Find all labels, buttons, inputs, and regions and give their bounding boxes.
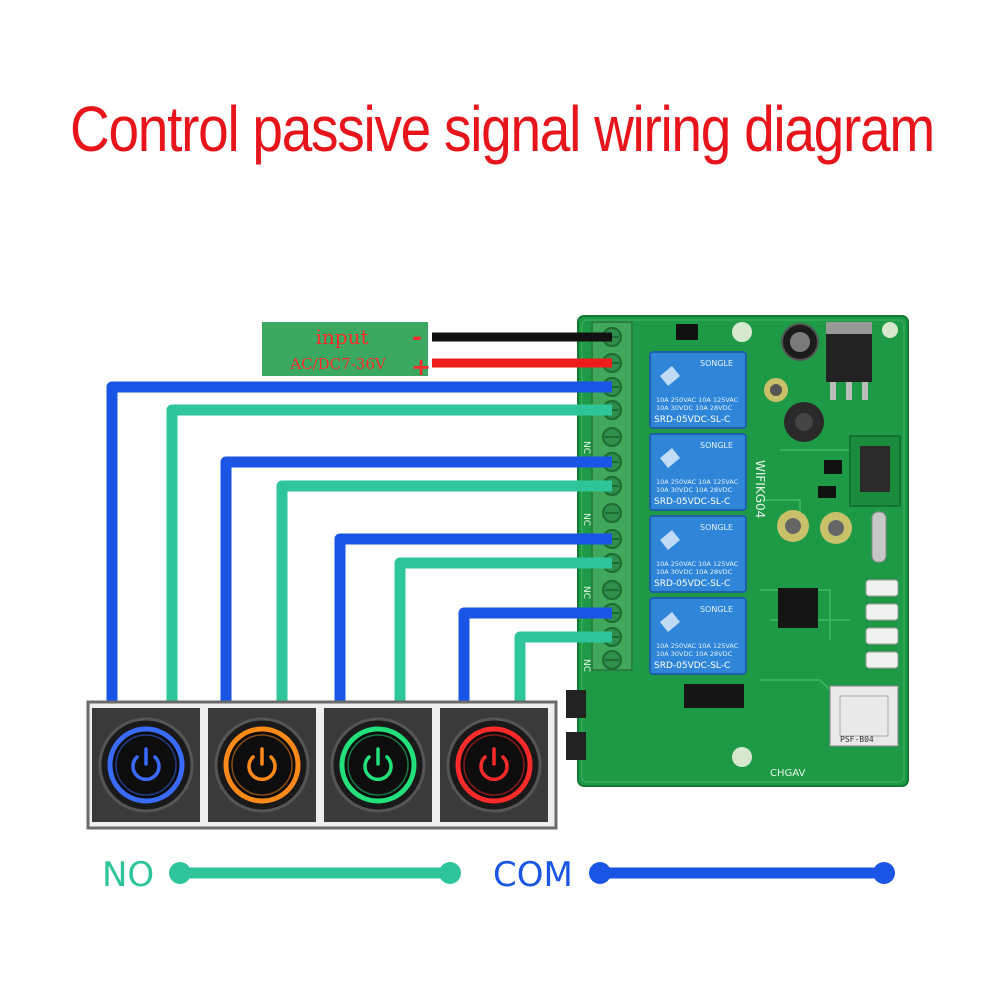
com-wire-4 — [458, 607, 612, 705]
board-components — [566, 322, 901, 760]
relay-brand: SONGLE — [700, 605, 733, 614]
orange-power-button — [208, 708, 316, 822]
power-voltage-label: AC/DC7-36V — [289, 355, 387, 373]
red-power-button — [440, 708, 548, 822]
relay-rating-2: 10A 30VDC 10A 28VDC — [656, 650, 733, 658]
nc-mark-4: NC — [581, 659, 591, 672]
relay-brand: SONGLE — [700, 359, 733, 368]
no-wire-1 — [166, 404, 612, 705]
legend-no-end-dot — [439, 862, 461, 884]
terminal-screw — [602, 650, 622, 670]
no-wire-3 — [394, 557, 612, 705]
no-wire-4 — [514, 631, 612, 705]
board-model-mark: WIFIKG04 — [753, 460, 767, 518]
nc-mark-3: NC — [581, 586, 591, 599]
legend-com-label: COM — [493, 855, 573, 895]
no-wire-2 — [276, 480, 612, 705]
relay-model: SRD-05VDC-SL-C — [654, 579, 730, 589]
minus-sign: - — [412, 323, 422, 351]
relay-rating-1: 10A 250VAC 10A 125VAC — [656, 642, 739, 650]
power-icon — [363, 747, 393, 782]
relay-model: SRD-05VDC-SL-C — [654, 661, 730, 671]
relay-brand: SONGLE — [700, 523, 733, 532]
relay-logo — [660, 612, 680, 632]
legend-com-end-dot — [873, 862, 895, 884]
power-input-label: input — [316, 325, 369, 349]
com-wire-3 — [334, 533, 612, 705]
nc-mark-2: NC — [581, 513, 591, 526]
relay-rating-1: 10A 250VAC 10A 125VAC — [656, 560, 739, 568]
relay-model: SRD-05VDC-SL-C — [654, 415, 730, 425]
terminal-screw — [602, 503, 622, 523]
wifi-module-mark: PSF-B04 — [840, 735, 874, 744]
relay-rating-2: 10A 30VDC 10A 28VDC — [656, 404, 733, 412]
diagram-title: Control passive signal wiring diagram — [70, 93, 935, 165]
power-icon — [479, 747, 509, 782]
com-wire-1 — [106, 381, 612, 705]
blue-power-button — [92, 708, 200, 822]
relay-logo — [660, 366, 680, 386]
legend: NO COM — [102, 855, 895, 895]
signal-wires — [106, 381, 612, 705]
relay-rating-1: 10A 250VAC 10A 125VAC — [656, 478, 739, 486]
power-icon — [247, 747, 277, 782]
terminal-screw — [602, 427, 622, 447]
plus-sign: + — [411, 353, 431, 381]
terminal-screw — [602, 580, 622, 600]
board-brand-mark: CHGAV — [770, 768, 805, 779]
power-input: input AC/DC7-36V - + — [262, 322, 612, 381]
relay-brand: SONGLE — [700, 441, 733, 450]
nc-marks: NC NC NC NC — [581, 441, 591, 672]
relay-model: SRD-05VDC-SL-C — [654, 497, 730, 507]
relay-rating-2: 10A 30VDC 10A 28VDC — [656, 568, 733, 576]
nc-mark-1: NC — [581, 441, 591, 454]
relay-logo — [660, 530, 680, 550]
relay-rating-2: 10A 30VDC 10A 28VDC — [656, 486, 733, 494]
relay-rating-1: 10A 250VAC 10A 125VAC — [656, 396, 739, 404]
button-panel — [86, 700, 558, 830]
legend-no-label: NO — [102, 855, 154, 895]
com-wire-2 — [220, 456, 612, 705]
green-power-button — [324, 708, 432, 822]
relay-logo — [660, 448, 680, 468]
power-icon — [131, 747, 161, 782]
